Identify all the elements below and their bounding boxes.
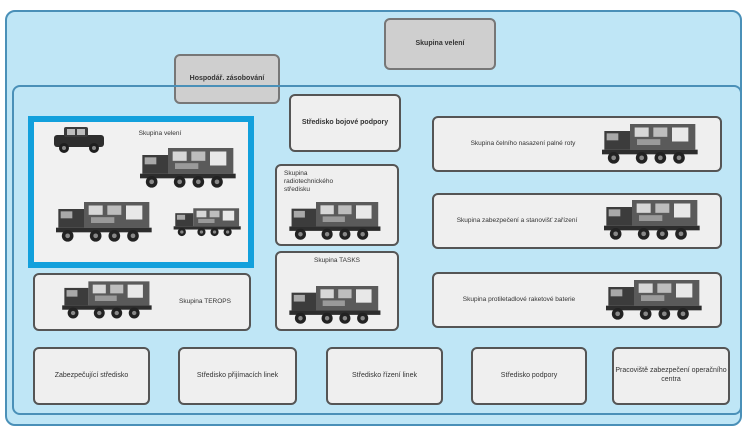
command-truck-2 <box>56 202 152 242</box>
command-group-node: Skupina velení <box>384 18 496 70</box>
tasks-truck <box>289 286 381 324</box>
terops-truck <box>62 281 152 319</box>
bottom-node-5: Pracoviště zabezpečení operačního centra <box>612 347 730 405</box>
combat-support-node: Středisko bojové podpory <box>289 94 401 152</box>
command-truck-1 <box>140 148 236 188</box>
admin-node: Hospodář. zásobování <box>174 54 280 104</box>
radiotech-truck <box>289 202 381 240</box>
bottom-node-2-label: Středisko přijímacích linek <box>196 371 279 379</box>
support-label: Skupina zabezpečení a stanovišť zařízení <box>456 217 578 224</box>
bottom-node-3-label: Středisko řízení linek <box>352 371 417 379</box>
tasks-label: Skupina TASKS <box>313 257 360 264</box>
bottom-node-3: Středisko řízení linek <box>326 347 443 405</box>
bottom-node-1: Zabezpečující středisko <box>33 347 150 405</box>
bottom-node-5-label: Pracoviště zabezpečení operačního centra <box>615 367 727 383</box>
radiotech-label: Skupina radiotechnického středisku <box>284 170 334 194</box>
fire-unit-truck <box>602 124 698 164</box>
command-jeep <box>54 127 104 153</box>
bottom-node-4-label: Středisko podpory <box>500 371 558 379</box>
bottom-node-1-label: Zabezpečující středisko <box>54 371 129 379</box>
aa-battery-truck <box>606 280 702 320</box>
support-truck <box>604 200 700 240</box>
highlighted-group-label: Skupina velení <box>138 130 182 137</box>
highlighted-command-group <box>28 116 254 268</box>
terops-label: Skupina TEROPS <box>179 298 231 305</box>
fire-unit-label: Skupina čelního nasazení palné roty <box>470 140 576 147</box>
command-truck-3 <box>173 208 241 237</box>
organization-container <box>12 85 742 415</box>
bottom-node-2: Středisko přijímacích linek <box>178 347 297 405</box>
combat-support-label: Středisko bojové podpory <box>301 118 389 126</box>
admin-node-label: Hospodář. zásobování <box>189 74 265 82</box>
bottom-node-4: Středisko podpory <box>471 347 587 405</box>
aa-battery-label: Skupina protiletadlové raketové baterie <box>462 296 576 303</box>
command-group-label: Skupina velení <box>415 39 465 47</box>
